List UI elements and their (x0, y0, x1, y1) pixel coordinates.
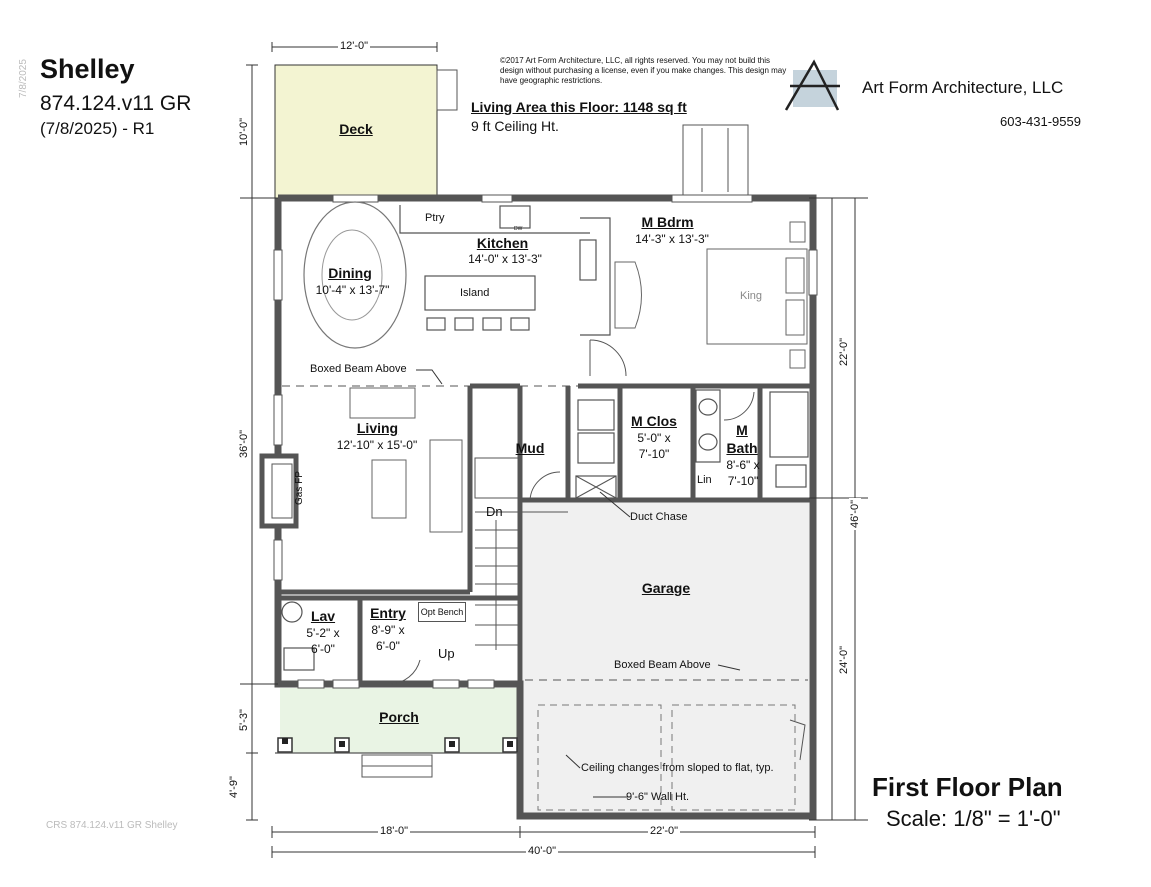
dining-size: 10'-4" x 13'-7" (315, 283, 390, 297)
master-closet-size-2: 7'-10" (638, 447, 670, 461)
mud-label: Mud (515, 440, 545, 456)
lav-label: Lav (310, 608, 336, 624)
bedroom-furniture (614, 221, 808, 369)
deck-area (274, 64, 438, 199)
master-bath-size-1: 8'-6" x (726, 458, 760, 472)
bath-fixtures (281, 389, 809, 671)
dim-porch-depth: 5'-3" (238, 707, 250, 733)
master-bath-label-2: Bath (726, 440, 758, 456)
plan-code: 874.124.v11 GR (40, 92, 192, 115)
deck-step (436, 69, 458, 111)
dining-label: Dining (328, 265, 372, 281)
boxed-beam-garage-label: Boxed Beam Above (614, 659, 711, 671)
pantry-label: Ptry (425, 212, 445, 224)
dim-deck-width: 12'-0" (338, 40, 371, 52)
duct-chase (575, 475, 617, 499)
lav-size-2: 6'-0" (311, 642, 335, 656)
stair-down-label: Dn (486, 504, 503, 519)
living-label: Living (356, 420, 399, 436)
dim-left-overall: 36'-0" (238, 427, 250, 460)
company-phone: 603-431-9559 (1000, 114, 1081, 129)
garage-area (523, 501, 809, 816)
dim-right-upper: 22'-0" (838, 335, 850, 368)
linen-label: Lin (697, 474, 712, 486)
dim-right-overall: 46'-0" (849, 497, 861, 530)
master-closet-label: M Clos (631, 413, 677, 429)
living-area: Living Area this Floor: 1148 sq ft (471, 99, 687, 115)
living-furniture (349, 387, 463, 533)
dining-table (303, 201, 407, 349)
porch-area (280, 688, 518, 753)
gas-fp-label: Gas FP (294, 471, 305, 505)
lav-size-1: 5'-2" x (306, 626, 340, 640)
dim-bottom-overall: 40'-0" (526, 845, 559, 857)
king-bed-label: King (740, 290, 763, 302)
company-logo (784, 59, 840, 111)
dim-deck-depth: 10'-0" (238, 115, 250, 148)
duct-chase-label: Duct Chase (630, 511, 688, 523)
island-label: Island (460, 287, 490, 299)
interior-walls (278, 383, 813, 816)
dim-bottom-right: 22'-0" (648, 825, 681, 837)
plan-scale: Scale: 1/8" = 1'-0" (886, 806, 1061, 831)
stairs (474, 457, 568, 650)
kitchen-label: Kitchen (476, 235, 529, 251)
side-date: 7/8/2025 (18, 59, 29, 98)
doors (389, 339, 806, 761)
garage-wall-height-label: 9'-6" Wall Ht. (626, 791, 690, 803)
deck-label: Deck (339, 121, 373, 137)
dim-porch-step: 4'-9" (228, 774, 240, 800)
entry-size-2: 6'-0" (376, 639, 400, 653)
crs-note: CRS 874.124.v11 GR Shelley (46, 820, 178, 831)
living-size: 12'-10" x 15'-0" (336, 438, 418, 452)
master-bath-size-2: 7'-10" (727, 474, 759, 488)
leader-lines (416, 369, 741, 798)
entry-label: Entry (370, 605, 406, 621)
porch-label: Porch (379, 709, 419, 725)
kitchen-size: 14'-0" x 13'-3" (468, 252, 542, 266)
garage-label: Garage (641, 580, 691, 596)
master-bath-label-1: M (736, 422, 748, 438)
plan-date-rev: (7/8/2025) - R1 (40, 119, 155, 138)
master-bedroom-size: 14'-3" x 13'-3" (635, 232, 709, 246)
plan-title: First Floor Plan (872, 772, 1063, 802)
boxed-beam-living-label: Boxed Beam Above (310, 363, 407, 375)
company-name: Art Form Architecture, LLC (862, 78, 1064, 97)
master-bedroom-label: M Bdrm (641, 214, 694, 230)
kitchen-cabinets (399, 205, 611, 336)
plan-name: Shelley (40, 54, 135, 84)
dim-bottom-left: 18'-0" (378, 825, 411, 837)
dw-label: DW (514, 226, 523, 232)
windows (273, 194, 818, 689)
stair-up-label: Up (438, 646, 455, 661)
ceiling-change-label: Ceiling changes from sloped to flat, typ… (581, 762, 774, 774)
dimension-lines (240, 42, 868, 858)
opt-bench: Opt Bench (418, 602, 466, 622)
master-closet-size-1: 5'-0" x (637, 431, 671, 445)
copyright-note: ©2017 Art Form Architecture, LLC, all ri… (500, 56, 787, 85)
entry-size-1: 8'-9" x (371, 623, 405, 637)
dim-right-lower: 24'-0" (838, 643, 850, 676)
ceiling-height: 9 ft Ceiling Ht. (471, 118, 559, 134)
garage-doors (537, 704, 796, 811)
